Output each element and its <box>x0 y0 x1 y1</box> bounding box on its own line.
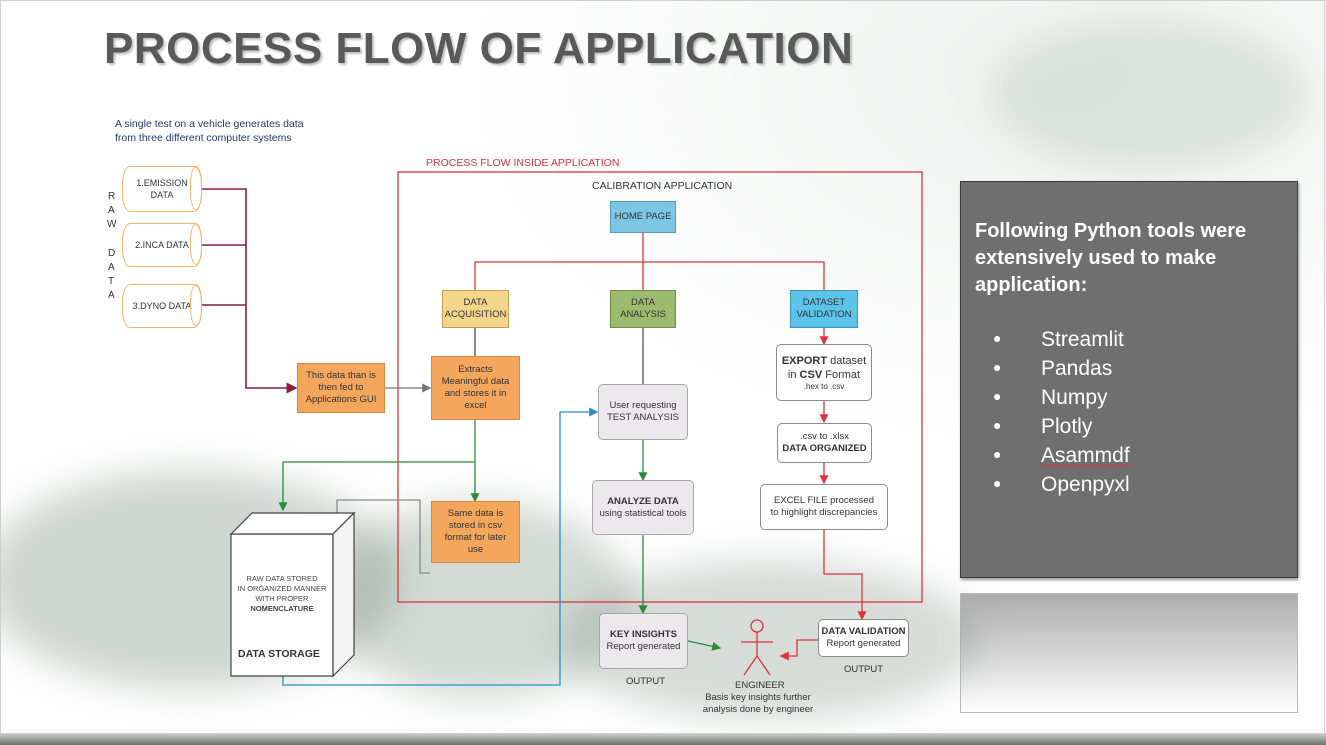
source-inca-data: 2.INCA DATA <box>122 223 202 267</box>
connector-validation-engineer <box>779 639 818 661</box>
data-storage-label: DATA STORAGE <box>238 648 320 660</box>
data-storage-cube <box>229 511 356 678</box>
calibration-app-label: CALIBRATION APPLICATION <box>592 180 733 192</box>
tool-list-item: ●Openpyxl <box>993 473 1130 496</box>
connector-csv-storage <box>336 499 430 574</box>
slide-bottom-band <box>0 733 1326 745</box>
connector-home-branch <box>474 233 825 290</box>
intro-line-1: A single test on a vehicle generates dat… <box>115 118 304 130</box>
raw-data-letter: A <box>108 205 115 216</box>
connector-excel-validation <box>823 530 867 621</box>
tool-list-item: ●Plotly <box>993 415 1093 438</box>
tool-list-item: ●Numpy <box>993 386 1108 409</box>
raw-data-letter: W <box>107 219 117 230</box>
connector-insights-engineer <box>687 640 722 651</box>
source-dyno-data: 3.DYNO DATA <box>122 284 202 328</box>
bullet-icon: ● <box>993 388 1002 404</box>
raw-data-letter: A <box>108 262 115 273</box>
home-page-box: HOME PAGE <box>610 201 676 233</box>
data-validation-output-label: OUTPUT <box>844 664 884 675</box>
connector-emission <box>202 188 298 394</box>
engineer-icon <box>741 619 773 676</box>
tool-list-item: ●Pandas <box>993 357 1113 380</box>
raw-data-letter: R <box>108 191 116 202</box>
background-blur <box>990 20 1310 170</box>
python-tools-panel: Following Python tools were extensively … <box>960 181 1298 578</box>
page-title: PROCESS FLOW OF APPLICATION <box>104 24 854 73</box>
calibration-app-frame <box>397 171 923 603</box>
bullet-icon: ● <box>993 330 1002 346</box>
tool-list-item: ●Asammdf <box>993 444 1130 467</box>
intro-line-2: from three different computer systems <box>115 132 292 144</box>
process-flow-label: PROCESS FLOW INSIDE APPLICATION <box>426 157 620 169</box>
export-csv-box: EXPORT dataset in CSV Format .hex to .cs… <box>776 344 872 401</box>
bullet-icon: ● <box>993 417 1002 433</box>
tool-list-item: ●Streamlit <box>993 328 1124 351</box>
raw-data-letter: A <box>108 290 115 301</box>
panel-reflection <box>960 593 1298 713</box>
bullet-icon: ● <box>993 475 1002 491</box>
raw-data-letter: T <box>108 276 115 287</box>
raw-data-letter: D <box>108 248 116 259</box>
engineer-label: ENGINEER <box>735 680 785 691</box>
key-insights-output-label: OUTPUT <box>626 676 666 687</box>
connector-to-storage <box>278 461 475 512</box>
bullet-icon: ● <box>993 359 1002 375</box>
panel-title: Following Python tools were extensively … <box>975 220 1247 296</box>
connector-storage-user <box>282 407 599 686</box>
bullet-icon: ● <box>993 446 1002 462</box>
